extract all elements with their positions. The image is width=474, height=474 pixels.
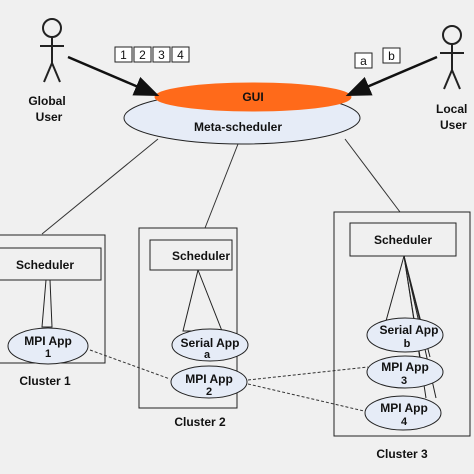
cluster-3-scheduler-label: Scheduler [374,233,432,247]
job-token-box [171,46,190,63]
cluster-1-label: Cluster 1 [19,374,71,388]
job-token-box [152,46,171,63]
cluster-2-mpi-app-2[interactable] [170,365,248,399]
app-label-line2: 2 [206,386,212,398]
app-label-line2: 4 [401,416,408,428]
cluster-3-label: Cluster 3 [376,447,428,461]
mpi-communication-lines [89,349,369,412]
app-label-line2: 3 [401,375,407,387]
job-token-label: 2 [139,48,146,62]
global-user-label-line2: User [36,110,63,124]
app-label-line2: a [204,349,211,361]
gui-label: GUI [242,90,263,104]
cluster-2-serial-app-a[interactable] [171,328,249,362]
job-token-box [354,52,373,69]
job-token-label: 3 [158,48,165,62]
job-token-label: a [360,54,367,68]
cluster-2-label: Cluster 2 [174,415,226,429]
cluster-1-mpi-app-1[interactable] [7,327,89,365]
cluster-1-scheduler-box [0,247,102,281]
cluster-1-scheduler-label: Scheduler [16,258,74,272]
gui-ellipse[interactable] [154,82,352,112]
global-user-arrow [67,55,160,97]
cluster-2-scheduler-box [149,239,233,271]
local-user-label-line1: Local [436,102,467,116]
app-ellipses [7,317,444,431]
cluster-3-box [333,211,471,437]
app-label-line1: Serial App [380,323,439,337]
meta-to-cluster2-line [204,143,239,229]
meta-scheduler-label: Meta-scheduler [194,120,282,134]
meta-to-cluster-lines [41,138,401,235]
app-label-line1: Serial App [181,336,240,350]
job-token-label: 4 [177,48,184,62]
cluster-2-box [138,227,238,409]
meta-to-cluster3-line [344,138,401,213]
app-label-line1: MPI App [381,360,429,374]
app-label-line1: MPI App [380,401,428,415]
job-token-label: b [388,49,395,63]
job-token-box [114,46,133,63]
cluster-3-mpi-app-3[interactable] [366,355,444,389]
job-token-box [382,47,401,64]
local-job-tokens: a b [354,47,401,69]
cluster-3-mpi-app-4[interactable] [364,395,442,431]
job-token-label: 1 [120,48,127,62]
job-token-box [133,46,152,63]
global-job-tokens: 1 2 3 4 [114,46,190,63]
cluster-2-scheduler-label: Scheduler [172,249,230,263]
app-label-line2: 1 [45,348,51,360]
meta-to-cluster1-line [41,138,159,235]
app-label-line1: MPI App [185,372,233,386]
app-label-line1: MPI App [24,334,72,348]
global-user-label-line1: Global [28,94,65,108]
cluster-3-serial-app-b[interactable] [366,317,444,353]
global-user-icon [40,18,64,83]
local-user-arrow [345,55,438,97]
cluster-3-scheduler-box [349,222,457,257]
local-user-label-line2: User [440,118,467,132]
local-user-icon [440,25,464,90]
app-label-line2: b [404,338,411,350]
